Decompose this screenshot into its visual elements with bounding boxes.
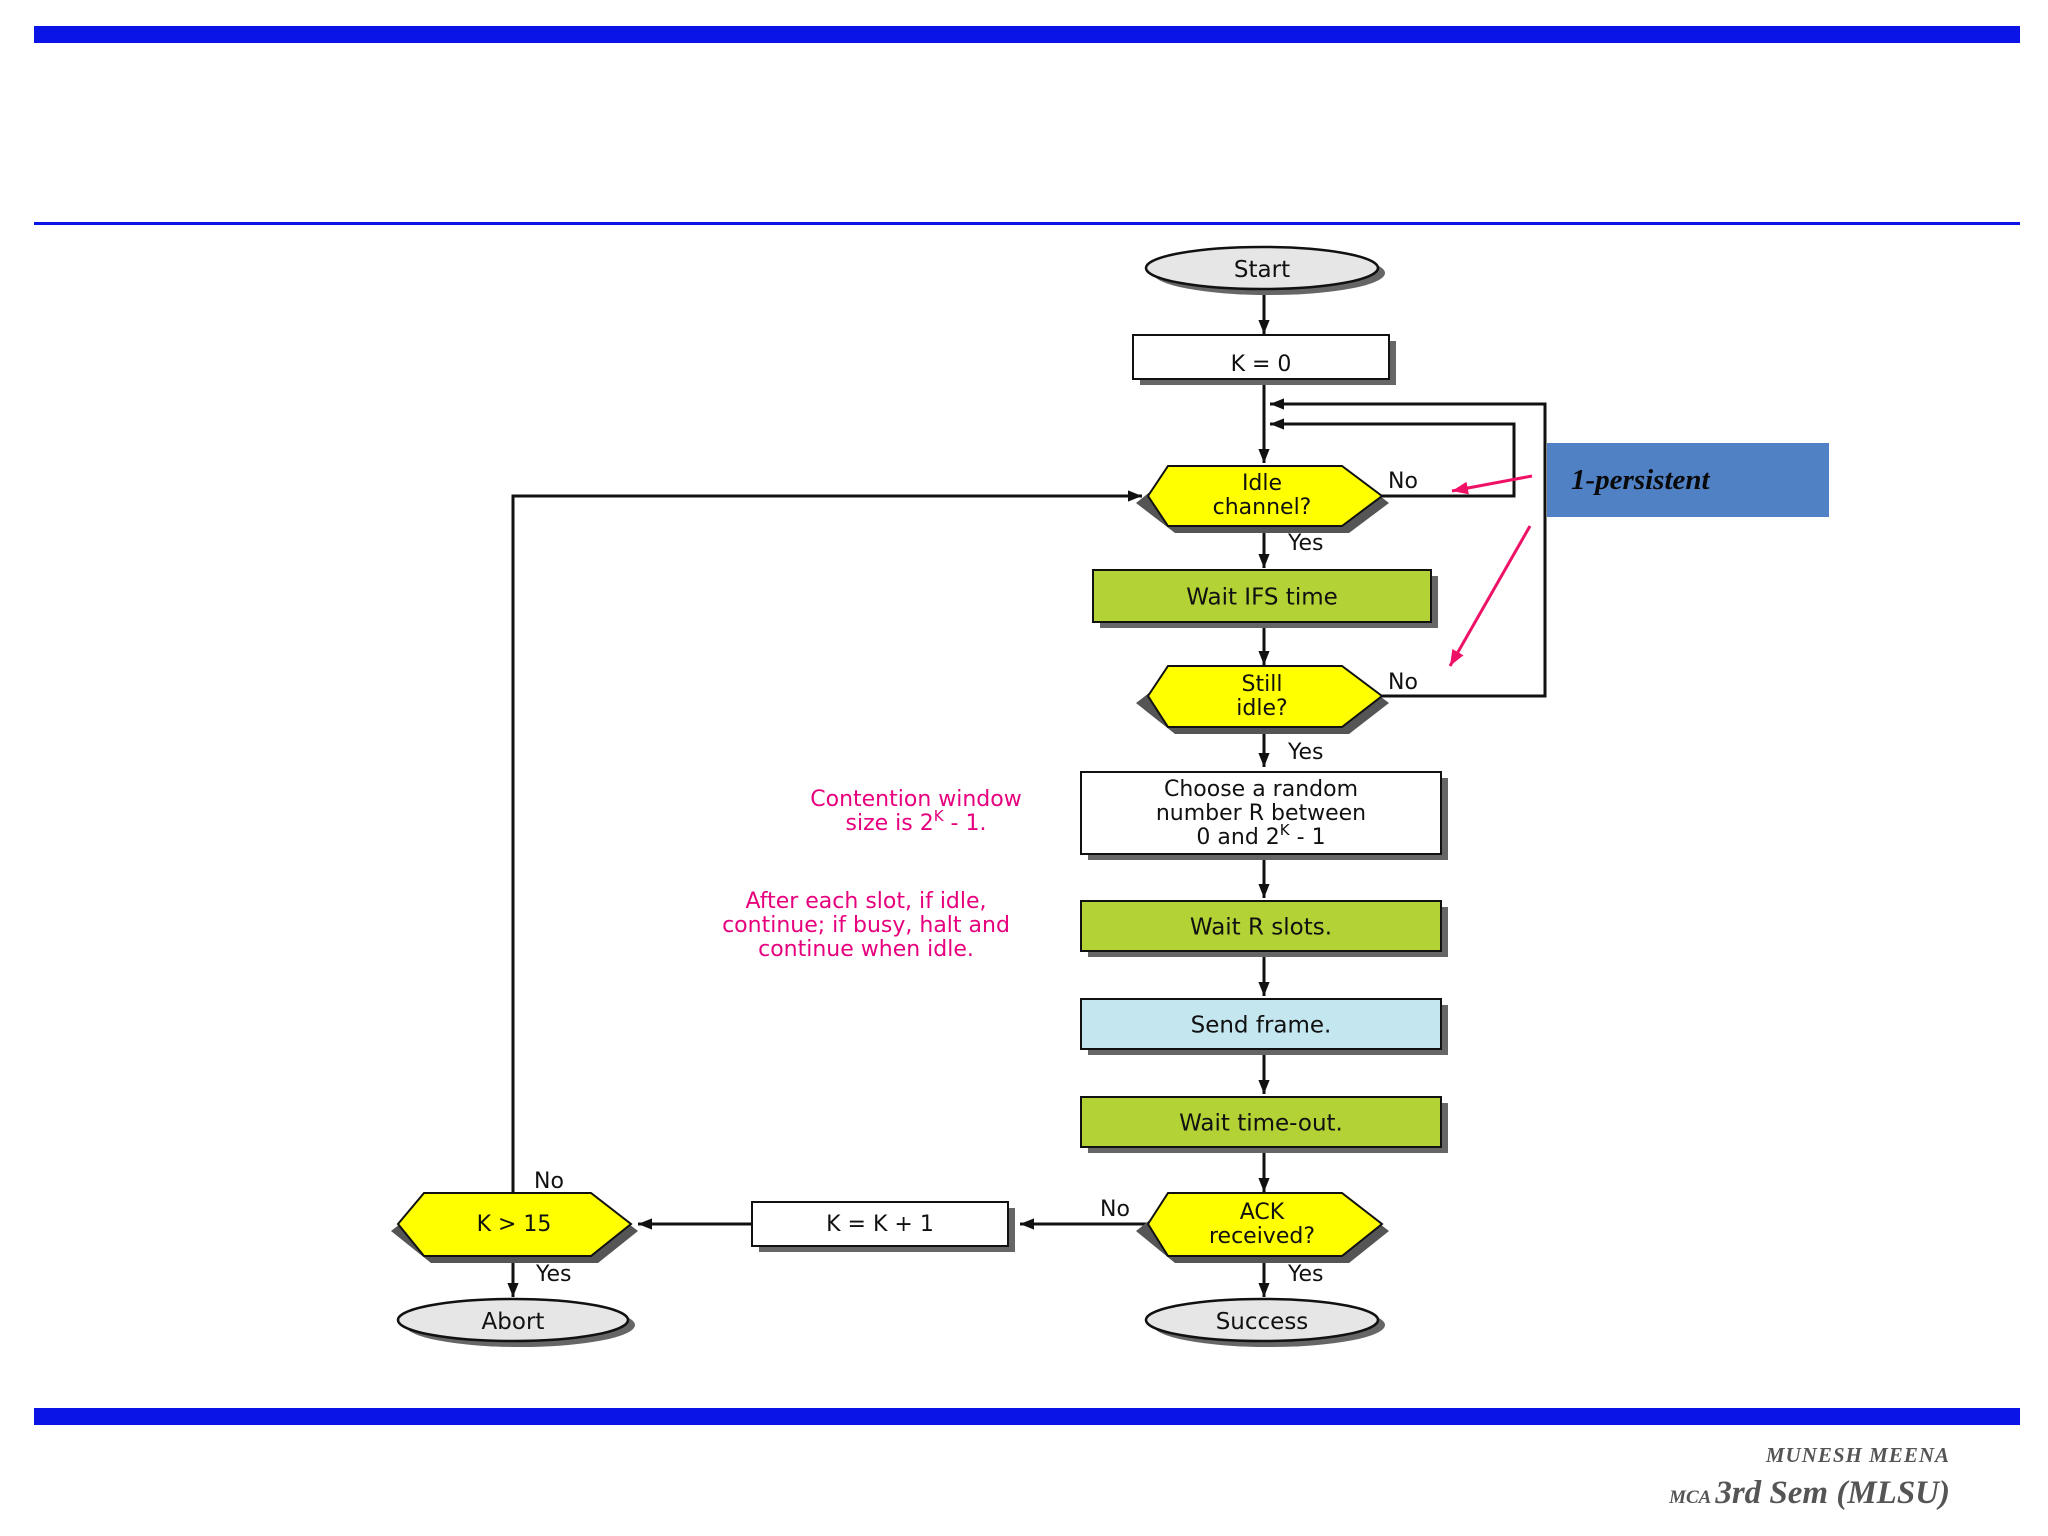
decision-k-gt-15: K > 15 <box>391 1192 638 1263</box>
callout-label: 1-persistent <box>1571 463 1710 496</box>
wait-timeout-label: Wait time-out. <box>1179 1111 1343 1137</box>
loop-still-no <box>1270 398 1547 698</box>
process-wait-r-slots: Wait R slots. <box>1080 900 1448 957</box>
contention-line-1: Contention window <box>810 787 1021 812</box>
decision-idle-channel: Idle channel? <box>1136 465 1389 533</box>
footer-course: MCA 3rd Sem (MLSU) <box>1669 1475 1950 1512</box>
pointer-to-idle-no <box>1451 474 1533 495</box>
bottom-bar <box>34 1408 2020 1425</box>
footer-course-text: 3rd Sem (MLSU) <box>1715 1475 1950 1511</box>
idle-channel-line-1: Idle <box>1242 471 1282 496</box>
process-k0: K = 0 <box>1132 334 1396 385</box>
still-idle-line-1: Still <box>1242 672 1283 697</box>
loop-idle-no <box>1270 418 1516 498</box>
after-slot-line-1: After each slot, if idle, <box>745 889 986 914</box>
success-label: Success <box>1216 1309 1309 1335</box>
process-send-frame: Send frame. <box>1080 998 1448 1055</box>
idle-no-label: No <box>1388 469 1418 494</box>
connectors <box>507 292 1547 1297</box>
ack-no-label: No <box>1100 1197 1130 1222</box>
pointer-to-still-no <box>1448 525 1532 667</box>
increment-k-label: K = K + 1 <box>826 1212 934 1237</box>
ack-received-line-1: ACK <box>1240 1200 1285 1225</box>
terminal-success: Success <box>1144 1297 1385 1347</box>
after-slot-line-2: continue; if busy, halt and <box>722 913 1010 938</box>
kcheck-yes-label: Yes <box>535 1262 572 1287</box>
still-yes-label: Yes <box>1287 740 1324 765</box>
k0-label: K = 0 <box>1231 352 1292 377</box>
header-rule <box>34 222 2020 225</box>
branch-labels: No Yes No Yes No Yes No Yes <box>534 469 1418 1287</box>
callout-pointers <box>1448 474 1533 667</box>
choose-random-line-2: number R between <box>1156 801 1366 826</box>
still-no-label: No <box>1388 670 1418 695</box>
footer-course-prefix: MCA <box>1669 1487 1712 1508</box>
terminal-abort: Abort <box>396 1297 635 1347</box>
footer-author: MUNESH MEENA <box>1765 1443 1950 1467</box>
process-wait-timeout: Wait time-out. <box>1080 1096 1448 1153</box>
loop-kcheck-no <box>511 490 1142 1192</box>
still-idle-line-2: idle? <box>1236 696 1287 721</box>
ack-yes-label: Yes <box>1287 1262 1324 1287</box>
kcheck-no-label: No <box>534 1169 564 1194</box>
idle-yes-label: Yes <box>1287 531 1324 556</box>
idle-channel-line-2: channel? <box>1213 495 1312 520</box>
process-choose-random: Choose a random number R between 0 and 2… <box>1080 771 1448 860</box>
top-bar <box>34 26 2020 43</box>
after-slot-line-3: continue when idle. <box>758 937 974 962</box>
choose-random-line-1: Choose a random <box>1164 777 1358 802</box>
process-wait-ifs: Wait IFS time <box>1092 569 1438 628</box>
callout-1-persistent: 1-persistent <box>1547 443 1829 517</box>
contention-line-2: size is 2K - 1. <box>846 807 987 836</box>
wait-r-slots-label: Wait R slots. <box>1190 915 1332 941</box>
wait-ifs-label: Wait IFS time <box>1186 585 1338 611</box>
decision-still-idle: Still idle? <box>1136 665 1389 734</box>
process-increment-k: K = K + 1 <box>751 1201 1015 1252</box>
abort-label: Abort <box>482 1309 545 1335</box>
ack-received-line-2: received? <box>1209 1224 1315 1249</box>
decision-ack-received: ACK received? <box>1136 1192 1389 1263</box>
k-gt-15-label: K > 15 <box>477 1212 552 1237</box>
choose-random-line-3: 0 and 2K - 1 <box>1196 821 1325 850</box>
start-label: Start <box>1234 257 1290 283</box>
annotations: Contention window size is 2K - 1. After … <box>722 787 1022 962</box>
send-frame-label: Send frame. <box>1191 1013 1332 1039</box>
terminal-start: Start <box>1144 245 1385 295</box>
